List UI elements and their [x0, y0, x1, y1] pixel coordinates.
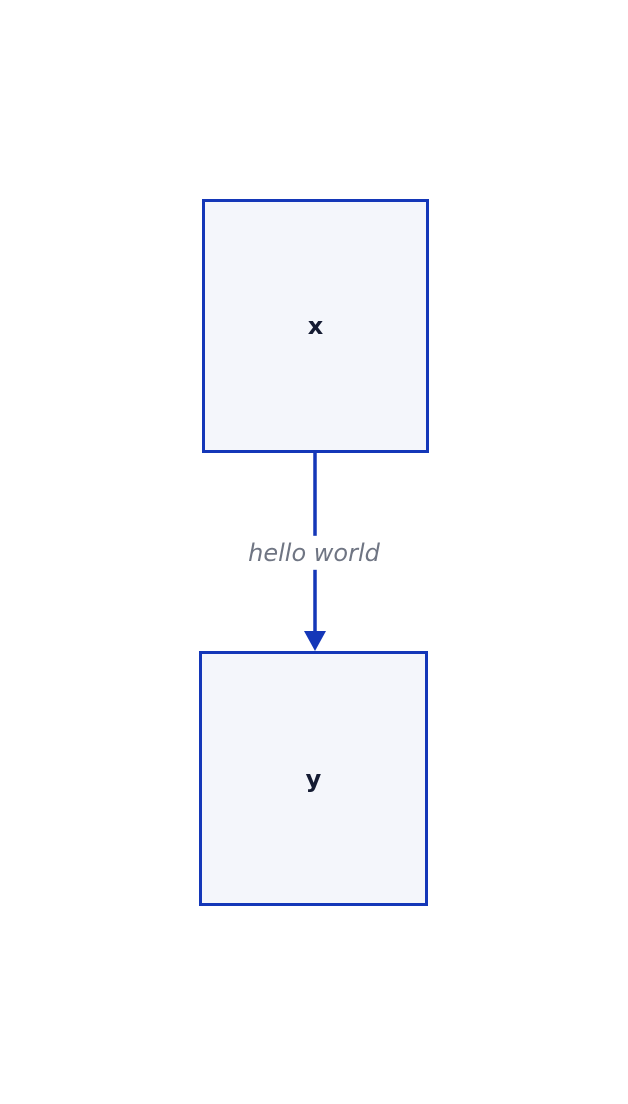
edge-label: hello world	[240, 535, 388, 571]
node-x: x	[202, 199, 429, 453]
node-y-label: y	[305, 764, 322, 793]
node-x-label: x	[307, 312, 324, 340]
arrowhead-down-icon	[304, 631, 326, 651]
node-y: y	[199, 651, 428, 906]
